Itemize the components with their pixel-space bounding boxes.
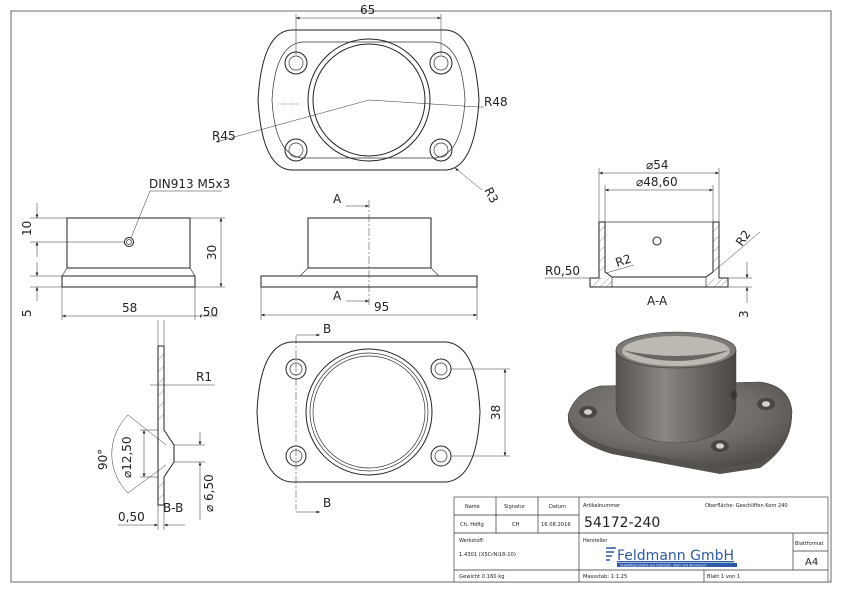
dim-90deg: 90° [96, 449, 110, 470]
dim-dia4860: ⌀48,60 [636, 175, 678, 189]
tb-weight: Gewicht 0.160 kg [459, 574, 505, 580]
section-hatch-left [591, 225, 613, 288]
bottom-view-hole-br [430, 445, 452, 467]
top-view-hole-br [429, 138, 453, 162]
top-view-hole-bl [284, 138, 308, 162]
section-a-a: ⌀54 ⌀48,60 [545, 158, 761, 318]
label-din913: DIN913 M5x3 [149, 177, 230, 191]
dim-30: 30 [205, 245, 219, 260]
dim-r48: R48 [484, 95, 508, 109]
tb-header-date: Datum [549, 504, 566, 510]
section-b-b: R1 90° ⌀12,50 ⌀ 6,50 0,50 B-B [96, 320, 216, 530]
section-b-bottom: B [323, 496, 331, 510]
front-view: A A 95 [260, 192, 478, 320]
tb-name: Ch. Höfig [460, 522, 484, 528]
tb-header-name: Name [465, 504, 480, 510]
dim-38: 38 [489, 405, 503, 420]
tb-scale: Massstab: 1:1.25 [583, 574, 627, 580]
iso-hole-1 [579, 406, 597, 418]
sheet-border [10, 10, 832, 583]
iso-render [567, 331, 793, 474]
tb-article-number: 54172-240 [584, 515, 660, 531]
top-view-hole-tl [284, 51, 308, 75]
dim-95: 95 [374, 300, 389, 314]
bottom-view: B B 38 [256, 322, 510, 514]
tb-header-material: Werkstoff: [459, 538, 485, 544]
dim-050-side: ,50 [199, 305, 218, 319]
tb-signature: CH [512, 522, 520, 528]
top-view-hole-tr [429, 51, 453, 75]
section-label-aa: A-A [647, 294, 668, 308]
dim-r2-left: R2 [614, 252, 634, 270]
section-b-top: B [323, 322, 331, 336]
dim-65: 65 [360, 3, 375, 17]
svg-text:Feldmann GmbH: Feldmann GmbH [617, 548, 734, 564]
dim-dia1250: ⌀12,50 [120, 436, 134, 478]
dim-10: 10 [20, 221, 34, 236]
tb-header-article: Artikelnummer [583, 503, 621, 509]
iso-hole-2 [757, 398, 775, 410]
title-block: Name Signatur Datum Artikelnummer Oberfl… [453, 496, 829, 583]
tb-header-format: Blattformat [795, 541, 824, 547]
tb-header-signature: Signatur [504, 504, 526, 510]
tb-format: A4 [805, 557, 818, 568]
dim-050: 0,50 [118, 510, 145, 524]
dim-r2-right: R2 [733, 228, 754, 249]
svg-text:Qualitätsprodukte aus Edelstah: Qualitätsprodukte aus Edelstahl, Stahl u… [620, 563, 706, 567]
dim-5: 5 [20, 309, 34, 317]
tb-material: 1.4301 (X5CrNi18-10) [459, 552, 516, 558]
side-view: DIN913 M5x3 10 5 30 58 ,50 [20, 177, 230, 320]
dim-r1: R1 [196, 370, 212, 384]
section-a-top: A [333, 192, 342, 206]
iso-hole-3 [711, 440, 729, 452]
dim-3: 3 [737, 310, 751, 318]
tb-header-surface: Oberfläche: Geschliffen Korn 240 [705, 503, 788, 509]
dim-dia54: ⌀54 [646, 158, 669, 172]
section-a-bottom: A [333, 289, 342, 303]
bottom-view-hole-tr [430, 358, 452, 380]
tb-sheet: Blatt 1 von 1 [707, 574, 740, 580]
dim-dia650: ⌀ 6,50 [202, 474, 216, 512]
dim-r050: R0,50 [545, 264, 580, 278]
dim-r45: R45 [212, 129, 236, 143]
top-view: 65 R48 R45 R3 [212, 3, 508, 206]
dim-r3: R3 [481, 185, 501, 206]
section-label-bb: B-B [163, 501, 183, 515]
dim-58: 58 [122, 301, 137, 315]
feldmann-logo: Feldmann GmbH Qualitätsprodukte aus Edel… [606, 547, 737, 567]
tb-header-maker: Hersteller [583, 538, 608, 544]
tb-date: 16.08.2016 [541, 522, 571, 528]
